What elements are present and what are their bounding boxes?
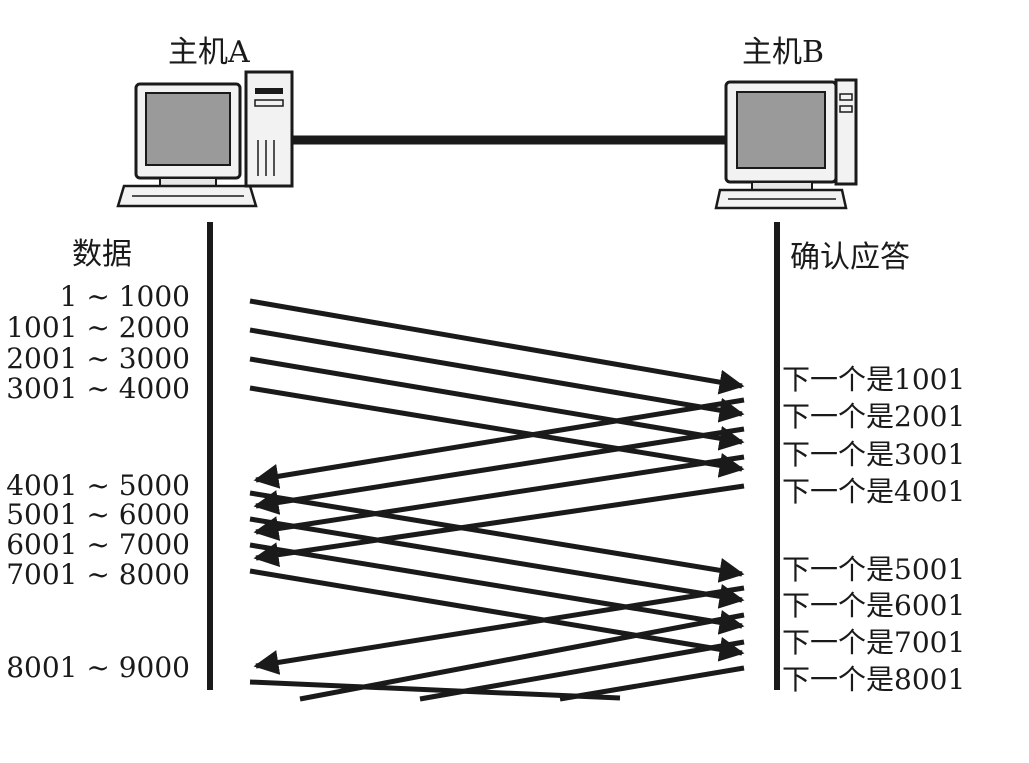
segment-label: 2001 ~ 3000: [6, 342, 190, 375]
ack-label: 下一个是4001: [782, 475, 966, 508]
ack-label: 下一个是2001: [782, 400, 966, 433]
segment-label: 1 ~ 1000: [59, 280, 190, 313]
ack-label: 下一个是1001: [782, 363, 966, 396]
segment-arrows: [249, 298, 745, 701]
segment-arrow: [249, 327, 745, 423]
ack-arrow: [559, 665, 745, 702]
segment-arrow: [249, 385, 745, 478]
host-a-computer-icon: [116, 70, 294, 208]
segment-label: 7001 ~ 8000: [6, 558, 190, 591]
segment-label: 3001 ~ 4000: [6, 372, 190, 405]
segment-arrow: [249, 298, 745, 395]
ack-label: 下一个是3001: [782, 438, 966, 471]
segment-arrow: [249, 542, 745, 635]
segment-label: 4001 ~ 5000: [6, 469, 190, 502]
ack-arrow: [253, 483, 745, 568]
ack-arrow: [253, 585, 745, 675]
ack-arrow: [253, 454, 745, 541]
segment-label: 8001 ~ 9000: [6, 651, 190, 684]
segment-label: 6001 ~ 7000: [6, 528, 190, 561]
ack-label: 下一个是8001: [782, 663, 966, 696]
ack-arrow: [299, 612, 745, 702]
data-column-title: 数据: [72, 237, 132, 272]
host-a-label: 主机A: [168, 35, 250, 70]
segment-arrow: [249, 490, 745, 583]
ack-arrow: [419, 639, 745, 702]
segment-arrow: [249, 568, 745, 662]
ack-arrow: [253, 397, 745, 489]
segment-label: 1001 ~ 2000: [6, 311, 190, 344]
ack-label: 下一个是5001: [782, 553, 966, 586]
ack-label: 下一个是6001: [782, 589, 966, 622]
ack-label: 下一个是7001: [782, 626, 966, 659]
segment-arrow: [249, 516, 745, 609]
host-b-computer-icon: [714, 78, 858, 210]
ack-column-title: 确认应答: [790, 240, 910, 275]
segment-arrow: [249, 679, 621, 701]
ack-arrows: [253, 397, 745, 702]
segment-arrow: [249, 356, 745, 451]
host-b-label: 主机B: [742, 35, 825, 70]
segment-label: 5001 ~ 6000: [6, 498, 190, 531]
ack-arrow: [253, 426, 745, 515]
